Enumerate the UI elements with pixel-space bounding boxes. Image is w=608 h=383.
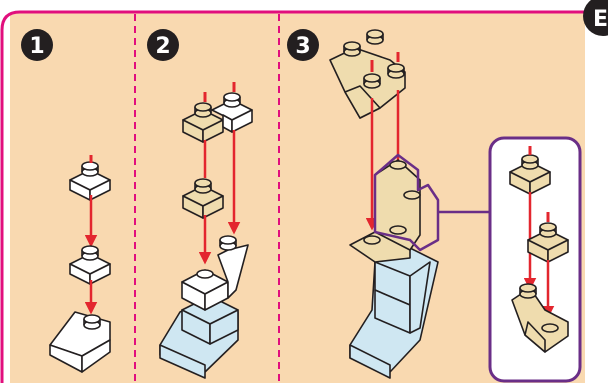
tan-assembly-base <box>349 159 421 263</box>
step-3-illustration <box>329 29 490 379</box>
sub-assembly-callout <box>488 136 582 383</box>
step-badge-1: 1 <box>21 29 53 61</box>
tan-brick-1x1-middle <box>182 178 224 219</box>
white-slope-brick <box>49 311 111 373</box>
step-1-illustration <box>49 155 111 373</box>
corner-badge: E <box>583 0 608 36</box>
step-number-1: 1 <box>29 34 44 59</box>
tan-brick-1x1-top <box>182 102 224 143</box>
callout-tan-slope-brick <box>511 283 569 353</box>
step-number-3: 3 <box>295 34 310 59</box>
step-number-2: 2 <box>155 34 170 59</box>
corner-badge-label: E <box>593 7 608 32</box>
callout-tan-brick-top <box>509 154 551 195</box>
step-badge-3: 3 <box>287 29 319 61</box>
instruction-panel <box>0 10 585 383</box>
highlight-outline <box>373 153 440 252</box>
white-brick-1x1-middle <box>69 245 111 285</box>
step-2-illustration <box>159 82 253 379</box>
white-brick-assembled <box>181 269 229 311</box>
step-badge-2: 2 <box>147 29 179 61</box>
white-brick-1x1-top <box>211 92 253 133</box>
blue-boot-stack <box>349 247 439 379</box>
white-slope-assembled <box>217 235 249 299</box>
white-brick-1x1-top <box>69 161 111 201</box>
